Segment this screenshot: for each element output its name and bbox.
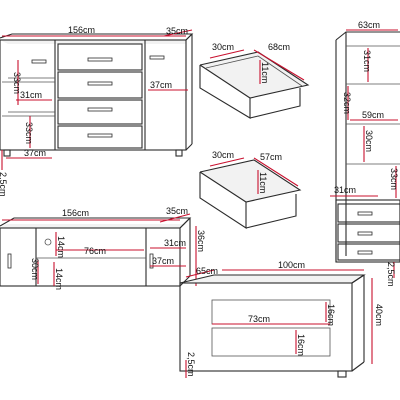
dim-label: 37cm bbox=[152, 256, 174, 266]
drawer-detail-1: 30cm 68cm 11cm bbox=[199, 42, 310, 119]
dim-label: 36cm bbox=[196, 230, 206, 252]
sideboard-body bbox=[0, 39, 187, 151]
drawer-handle bbox=[87, 107, 113, 112]
dim-label: 35cm bbox=[166, 26, 188, 36]
door-handle bbox=[31, 59, 47, 64]
dim-label: 31cm bbox=[362, 50, 372, 72]
dim-label: 2,5cm bbox=[386, 262, 396, 287]
shelf-unit: 63cm 31cm 32cm 59cm 30cm 33cm 31cm 2,5cm bbox=[330, 20, 400, 287]
dim-label: 30cm bbox=[212, 150, 234, 160]
drawer-detail-2: 30cm 57cm 11cm bbox=[199, 150, 302, 230]
dim-label: 33cm bbox=[24, 122, 34, 144]
dim-label: 156cm bbox=[68, 25, 95, 35]
leg bbox=[337, 370, 347, 378]
sideboard-drawer-2 bbox=[57, 71, 143, 99]
dim-label: 16cm bbox=[326, 304, 336, 326]
dim-label: 63cm bbox=[358, 20, 380, 30]
sideboard-top-edge bbox=[0, 33, 194, 41]
dim-label: 40cm bbox=[374, 304, 384, 326]
shelf-unit-drawer bbox=[337, 203, 400, 223]
coffee-table: 65cm 100cm 40cm 73cm 16cm 16cm 2,5cm bbox=[179, 260, 384, 378]
dim-label: 16cm bbox=[296, 334, 306, 356]
dim-label: 30cm bbox=[212, 42, 234, 52]
dim-label: 2,5cm bbox=[0, 172, 8, 197]
dim-label: 11cm bbox=[260, 62, 270, 83]
dim-label: 35cm bbox=[166, 206, 188, 216]
dim-label: 30cm bbox=[30, 258, 40, 280]
dim-label: 31cm bbox=[334, 185, 356, 195]
dim-label: 14cm bbox=[54, 268, 64, 290]
drawer-handle bbox=[87, 81, 113, 86]
drawer-handle bbox=[87, 57, 113, 62]
dim-label: 33cm bbox=[12, 72, 22, 94]
dim-label: 30cm bbox=[364, 130, 374, 152]
dim-label: 32cm bbox=[342, 92, 352, 114]
cable-hole bbox=[44, 238, 52, 246]
tv-stand: 156cm 35cm 36cm 14cm 76cm 30cm 14cm 31cm… bbox=[0, 206, 206, 290]
dim-label: 76cm bbox=[84, 246, 106, 256]
drawer-handle bbox=[87, 133, 113, 138]
sideboard-drawer-1 bbox=[57, 43, 143, 71]
dim-label: 156cm bbox=[62, 208, 89, 218]
sideboard-drawer-3 bbox=[57, 99, 143, 125]
sideboard-top-surface bbox=[0, 40, 186, 44]
dim-label: 2,5cm bbox=[186, 352, 196, 377]
dim-label: 11cm bbox=[258, 172, 268, 193]
dim-label: 73cm bbox=[248, 314, 270, 324]
dim-label: 31cm bbox=[164, 238, 186, 248]
shelf-unit-drawer bbox=[337, 223, 400, 243]
dim-label: 31cm bbox=[20, 90, 42, 100]
dim-label: 57cm bbox=[260, 152, 282, 162]
shelf-unit-drawer bbox=[337, 243, 400, 261]
leg bbox=[175, 149, 183, 157]
dim-label: 37cm bbox=[24, 148, 46, 158]
dim-label: 37cm bbox=[150, 80, 172, 90]
dim-label: 33cm bbox=[389, 168, 399, 190]
dim-label: 100cm bbox=[278, 260, 305, 270]
door-handle bbox=[149, 55, 165, 60]
dim-label: 65cm bbox=[196, 266, 218, 276]
sideboard: 156cm 35cm 33cm 31cm 33cm 37cm 37cm 2,5c… bbox=[0, 25, 194, 197]
sideboard-drawer-4 bbox=[57, 125, 143, 149]
dim-label: 14cm bbox=[56, 236, 66, 258]
dim-label: 68cm bbox=[268, 42, 290, 52]
dim-label: 59cm bbox=[362, 110, 384, 120]
leg bbox=[3, 149, 11, 157]
